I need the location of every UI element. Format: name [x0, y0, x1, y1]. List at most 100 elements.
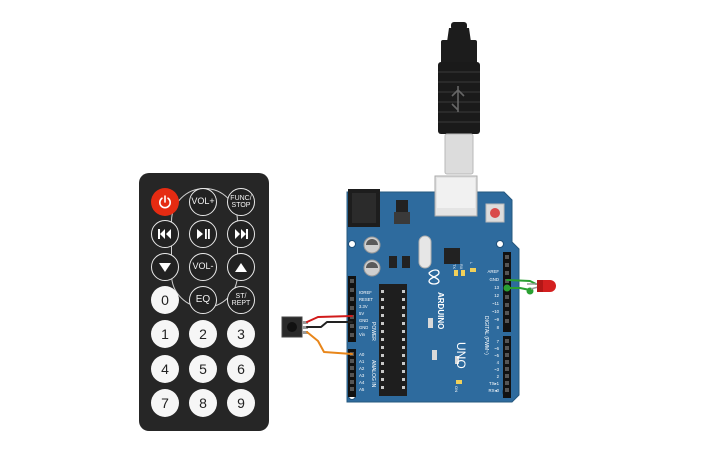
power-button[interactable] — [151, 188, 179, 216]
led-label-l: L — [469, 262, 473, 264]
pin-label-a3: A3 — [359, 373, 365, 378]
arduino-uno-board[interactable]: IOREF RESET 3.3V 5V GND GND Vin A0 A1 A2… — [346, 175, 520, 403]
pin-label-5v: 5V — [359, 311, 364, 316]
vol-up-button[interactable]: VOL+ — [189, 188, 217, 216]
pin-label-3: ~3 — [494, 367, 500, 372]
up-button[interactable] — [227, 253, 255, 281]
usb-symbol-icon — [451, 86, 465, 112]
digit-7-button[interactable]: 7 — [151, 389, 179, 417]
next-track-button[interactable] — [227, 220, 255, 248]
digit-2-button[interactable]: 2 — [189, 320, 217, 348]
power-icon — [159, 195, 171, 209]
digit-6-button[interactable]: 6 — [227, 355, 255, 383]
brand-text: ARDUINO — [436, 292, 445, 329]
pin-label-a1: A1 — [359, 359, 365, 364]
pin-label-ioref: IOREF — [359, 290, 372, 295]
pin-label-tx1: TX▸1 — [489, 381, 500, 386]
led-label-tx: TX — [452, 264, 456, 269]
power-header[interactable] — [348, 276, 356, 342]
red-led[interactable] — [527, 280, 556, 292]
digital-header[interactable] — [503, 252, 511, 398]
pin-label-aref: AREF — [488, 269, 500, 274]
digit-label: 4 — [161, 360, 169, 377]
play-pause-button[interactable] — [189, 220, 217, 248]
pin-label-rx0: RX◂0 — [488, 388, 499, 393]
ir-remote-control: VOL+ FUNC/ STOP VOL- — [139, 173, 269, 431]
wire-green-gnd — [506, 279, 537, 285]
pin-label-gnd-1: GND — [359, 318, 368, 323]
ir-receiver[interactable] — [281, 316, 308, 338]
status-led-labels: TX RX L — [452, 262, 473, 270]
wire-orange-signal — [306, 331, 353, 355]
power-section-label: POWER — [370, 322, 376, 341]
usb-cable[interactable] — [438, 22, 480, 175]
vol-down-label: VOL- — [192, 261, 214, 272]
pin-label-a0: A0 — [359, 352, 365, 357]
func-stop-button[interactable]: FUNC/ STOP — [227, 188, 255, 216]
analog-header[interactable] — [348, 349, 356, 397]
up-arrow-icon — [235, 262, 247, 272]
pin-label-7: 7 — [497, 339, 500, 344]
pin-label-10: ~10 — [492, 309, 500, 314]
play-pause-icon — [196, 229, 210, 239]
wire-black-gnd — [306, 321, 353, 328]
next-track-icon — [235, 229, 248, 239]
pin-label-gnd-d: GND — [489, 277, 499, 282]
digital-section-label: DIGITAL (PWM~) — [483, 316, 489, 355]
vol-down-button[interactable]: VOL- — [189, 253, 217, 281]
digit-5-button[interactable]: 5 — [189, 355, 217, 383]
pin-label-8: 8 — [497, 325, 500, 330]
st-rept-label-line2: REPT — [231, 300, 251, 307]
digit-label: 5 — [199, 360, 207, 377]
pin-label-a5: A5 — [359, 387, 365, 392]
pin-label-2: 2 — [497, 374, 500, 379]
digit-label: 2 — [199, 325, 207, 342]
digit-label: 8 — [199, 394, 207, 411]
wire-red-5v — [306, 315, 353, 323]
arduino-infinity-logo — [428, 269, 440, 285]
model-text: UNO — [454, 342, 468, 369]
power-header-labels: IOREF RESET 3.3V 5V GND GND Vin — [359, 290, 373, 337]
wire-green-13 — [506, 287, 531, 291]
analog-header-labels: A0 A1 A2 A3 A4 A5 — [359, 352, 365, 392]
func-stop-label-line2: STOP — [231, 202, 251, 209]
pin-label-3v3: 3.3V — [359, 304, 368, 309]
previous-track-button[interactable] — [151, 220, 179, 248]
led-label-rx: RX — [459, 264, 463, 270]
st-rept-label-line1: ST/ — [235, 292, 247, 300]
vol-up-label: VOL+ — [191, 196, 215, 207]
pin-label-11: ~11 — [492, 301, 500, 306]
digit-9-button[interactable]: 9 — [227, 389, 255, 417]
zero-button[interactable]: 0 — [151, 286, 179, 314]
pin-label-vin: Vin — [359, 332, 366, 337]
pin-label-reset: RESET — [359, 297, 373, 302]
pin-label-4: 4 — [497, 360, 500, 365]
down-arrow-icon — [159, 262, 171, 272]
digit-label: 7 — [161, 394, 169, 411]
zero-label: 0 — [161, 291, 169, 308]
digit-label: 1 — [161, 325, 169, 342]
digit-label: 9 — [237, 394, 245, 411]
digit-label: 3 — [237, 325, 245, 342]
digit-1-button[interactable]: 1 — [151, 320, 179, 348]
on-led-label: ON — [454, 386, 459, 392]
pin-label-a4: A4 — [359, 380, 365, 385]
analog-section-label: ANALOG IN — [370, 360, 376, 388]
pin-label-6: ~6 — [494, 346, 500, 351]
pin-label-12: 12 — [494, 293, 499, 298]
eq-button[interactable]: EQ — [189, 286, 217, 314]
pin-label-gnd-2: GND — [359, 325, 368, 330]
wires[interactable] — [306, 279, 537, 355]
func-stop-label-line1: FUNC/ — [230, 194, 252, 202]
digit-8-button[interactable]: 8 — [189, 389, 217, 417]
down-button[interactable] — [151, 253, 179, 281]
pin-label-13: 13 — [494, 285, 499, 290]
digital-header-labels: AREF GND 13 12 ~11 ~10 ~9 8 7 ~6 ~5 4 ~3… — [488, 269, 500, 393]
pin-label-a2: A2 — [359, 366, 365, 371]
previous-track-icon — [158, 229, 171, 239]
digit-3-button[interactable]: 3 — [227, 320, 255, 348]
st-rept-button[interactable]: ST/ REPT — [227, 286, 255, 314]
digit-4-button[interactable]: 4 — [151, 355, 179, 383]
digit-label: 6 — [237, 360, 245, 377]
